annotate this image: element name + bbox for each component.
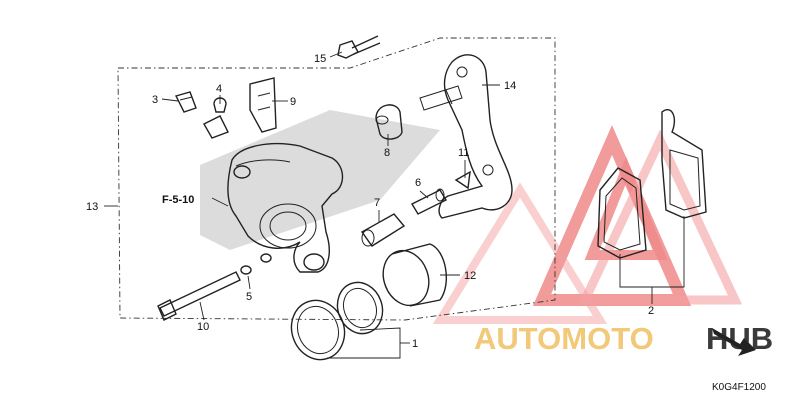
callout-2: 2 (648, 305, 654, 317)
callout-9: 9 (290, 96, 296, 108)
callout-5: 5 (246, 291, 252, 303)
bolt-part-15 (337, 35, 381, 59)
callout-14: 14 (504, 80, 516, 92)
seal-part-1 (290, 281, 384, 361)
watermark-text: AUTOMOTO HUB (474, 321, 773, 356)
front-arrow-icon (712, 328, 756, 356)
watermark-text-dark: HUB (706, 321, 773, 356)
callout-6: 6 (415, 177, 421, 189)
reference-label: F-5-10 (162, 194, 194, 206)
callout-8: 8 (384, 147, 390, 159)
callout-12: 12 (464, 270, 476, 282)
callout-3: 3 (152, 94, 158, 106)
clip-part-9 (249, 77, 277, 133)
washer-part-5 (240, 265, 252, 275)
leader-lines (104, 51, 685, 359)
callout-labels: 15 3 4 9 14 8 6 11 7 13 5 10 12 1 2 F-5-… (86, 53, 654, 350)
pads-part-2 (597, 109, 707, 259)
callout-10: 10 (197, 321, 209, 333)
assembly-outline (117, 37, 556, 321)
pin-part-6 (411, 188, 447, 215)
callout-1: 1 (412, 338, 418, 350)
caliper-body (227, 143, 344, 273)
callout-11: 11 (458, 147, 469, 159)
bleeder-part-3 (174, 91, 197, 113)
diagram-code: K0G4F1200 (712, 382, 766, 393)
callout-4: 4 (216, 83, 222, 95)
watermark-text-orange: AUTOMOTO (474, 321, 654, 356)
callout-7: 7 (374, 197, 380, 209)
shading-pattern (200, 110, 440, 250)
boot-part-8 (375, 104, 403, 140)
bracket-part-14 (419, 54, 513, 219)
callout-13: 13 (86, 201, 98, 213)
clip-part-11 (454, 170, 471, 190)
callout-15: 15 (314, 53, 326, 65)
cap-part-4 (203, 97, 229, 139)
bolt-part-10 (157, 271, 241, 321)
pin-part-7 (360, 213, 406, 247)
piston-part-12 (382, 243, 447, 307)
